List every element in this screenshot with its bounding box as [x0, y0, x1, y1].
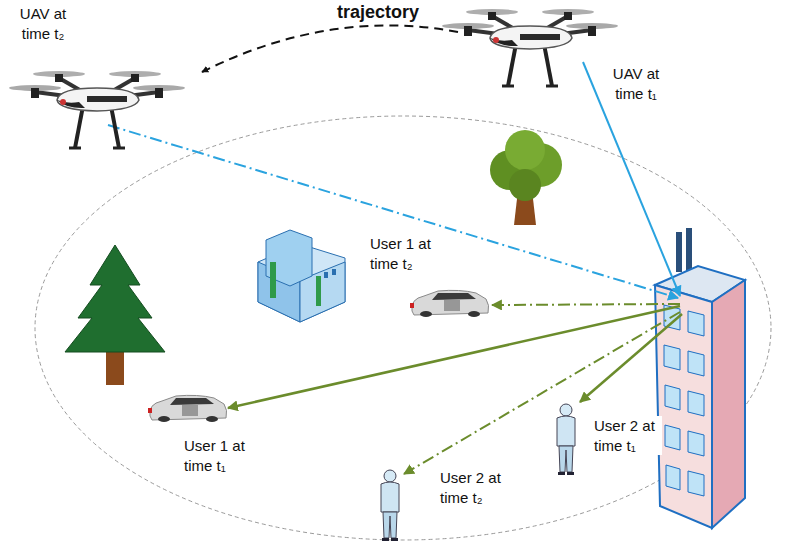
- base-station-building-part-part: [688, 351, 704, 376]
- person-icon: [381, 470, 399, 541]
- office-building-part: [332, 269, 336, 275]
- uav-label: UAV at time t₂: [10, 4, 76, 43]
- person-icon: [557, 404, 575, 475]
- links-part: [492, 304, 680, 305]
- user-label: User 2 at time t₂: [438, 468, 512, 507]
- office-building-part: [324, 272, 328, 278]
- base-station-building-part-part: [664, 345, 680, 370]
- links-part: [228, 306, 680, 408]
- links-part: [583, 62, 680, 296]
- user-label: User 1 at time t₁: [182, 436, 256, 475]
- office-building: [258, 230, 345, 322]
- base-station-building-part-part: [665, 385, 680, 410]
- user-label: User 1 at time t₂: [368, 234, 442, 273]
- base-station-building-part: [664, 305, 704, 496]
- user-label: User 2 at time t₁: [592, 416, 662, 455]
- base-station-building-part-part: [688, 471, 704, 496]
- base-station-building-part-part: [666, 465, 680, 490]
- coverage-area: [35, 116, 771, 540]
- links-part: [108, 125, 678, 298]
- deciduous-tree-part: [509, 169, 541, 201]
- office-building-part: [316, 276, 321, 306]
- links-part: [404, 312, 680, 474]
- deciduous-tree: [490, 130, 562, 225]
- base-station-building-part-part: [665, 425, 680, 450]
- uav-icon: [442, 9, 618, 86]
- trajectory-label: trajectory: [335, 1, 421, 24]
- base-station-building-part: [676, 232, 682, 272]
- base-station-building-part-part: [688, 391, 704, 416]
- trajectory-arrow: [202, 25, 458, 72]
- office-building-part: [270, 262, 276, 298]
- car-icon: [410, 290, 489, 317]
- base-station-building: [655, 228, 745, 528]
- car-icon: [148, 395, 227, 422]
- uav-label: UAV at time t₁: [603, 64, 669, 103]
- links: [108, 62, 682, 474]
- base-station-building-part: [655, 285, 712, 528]
- pine-tree-part: [65, 245, 165, 352]
- base-station-building-part: [712, 280, 745, 528]
- base-station-building-part-part: [688, 431, 704, 456]
- pine-tree: [65, 245, 165, 385]
- base-station-building-part: [686, 228, 692, 272]
- deciduous-tree-part: [505, 130, 545, 170]
- links-part: [580, 314, 682, 402]
- uav-icon: [9, 71, 185, 148]
- base-station-building-part-part: [688, 311, 704, 336]
